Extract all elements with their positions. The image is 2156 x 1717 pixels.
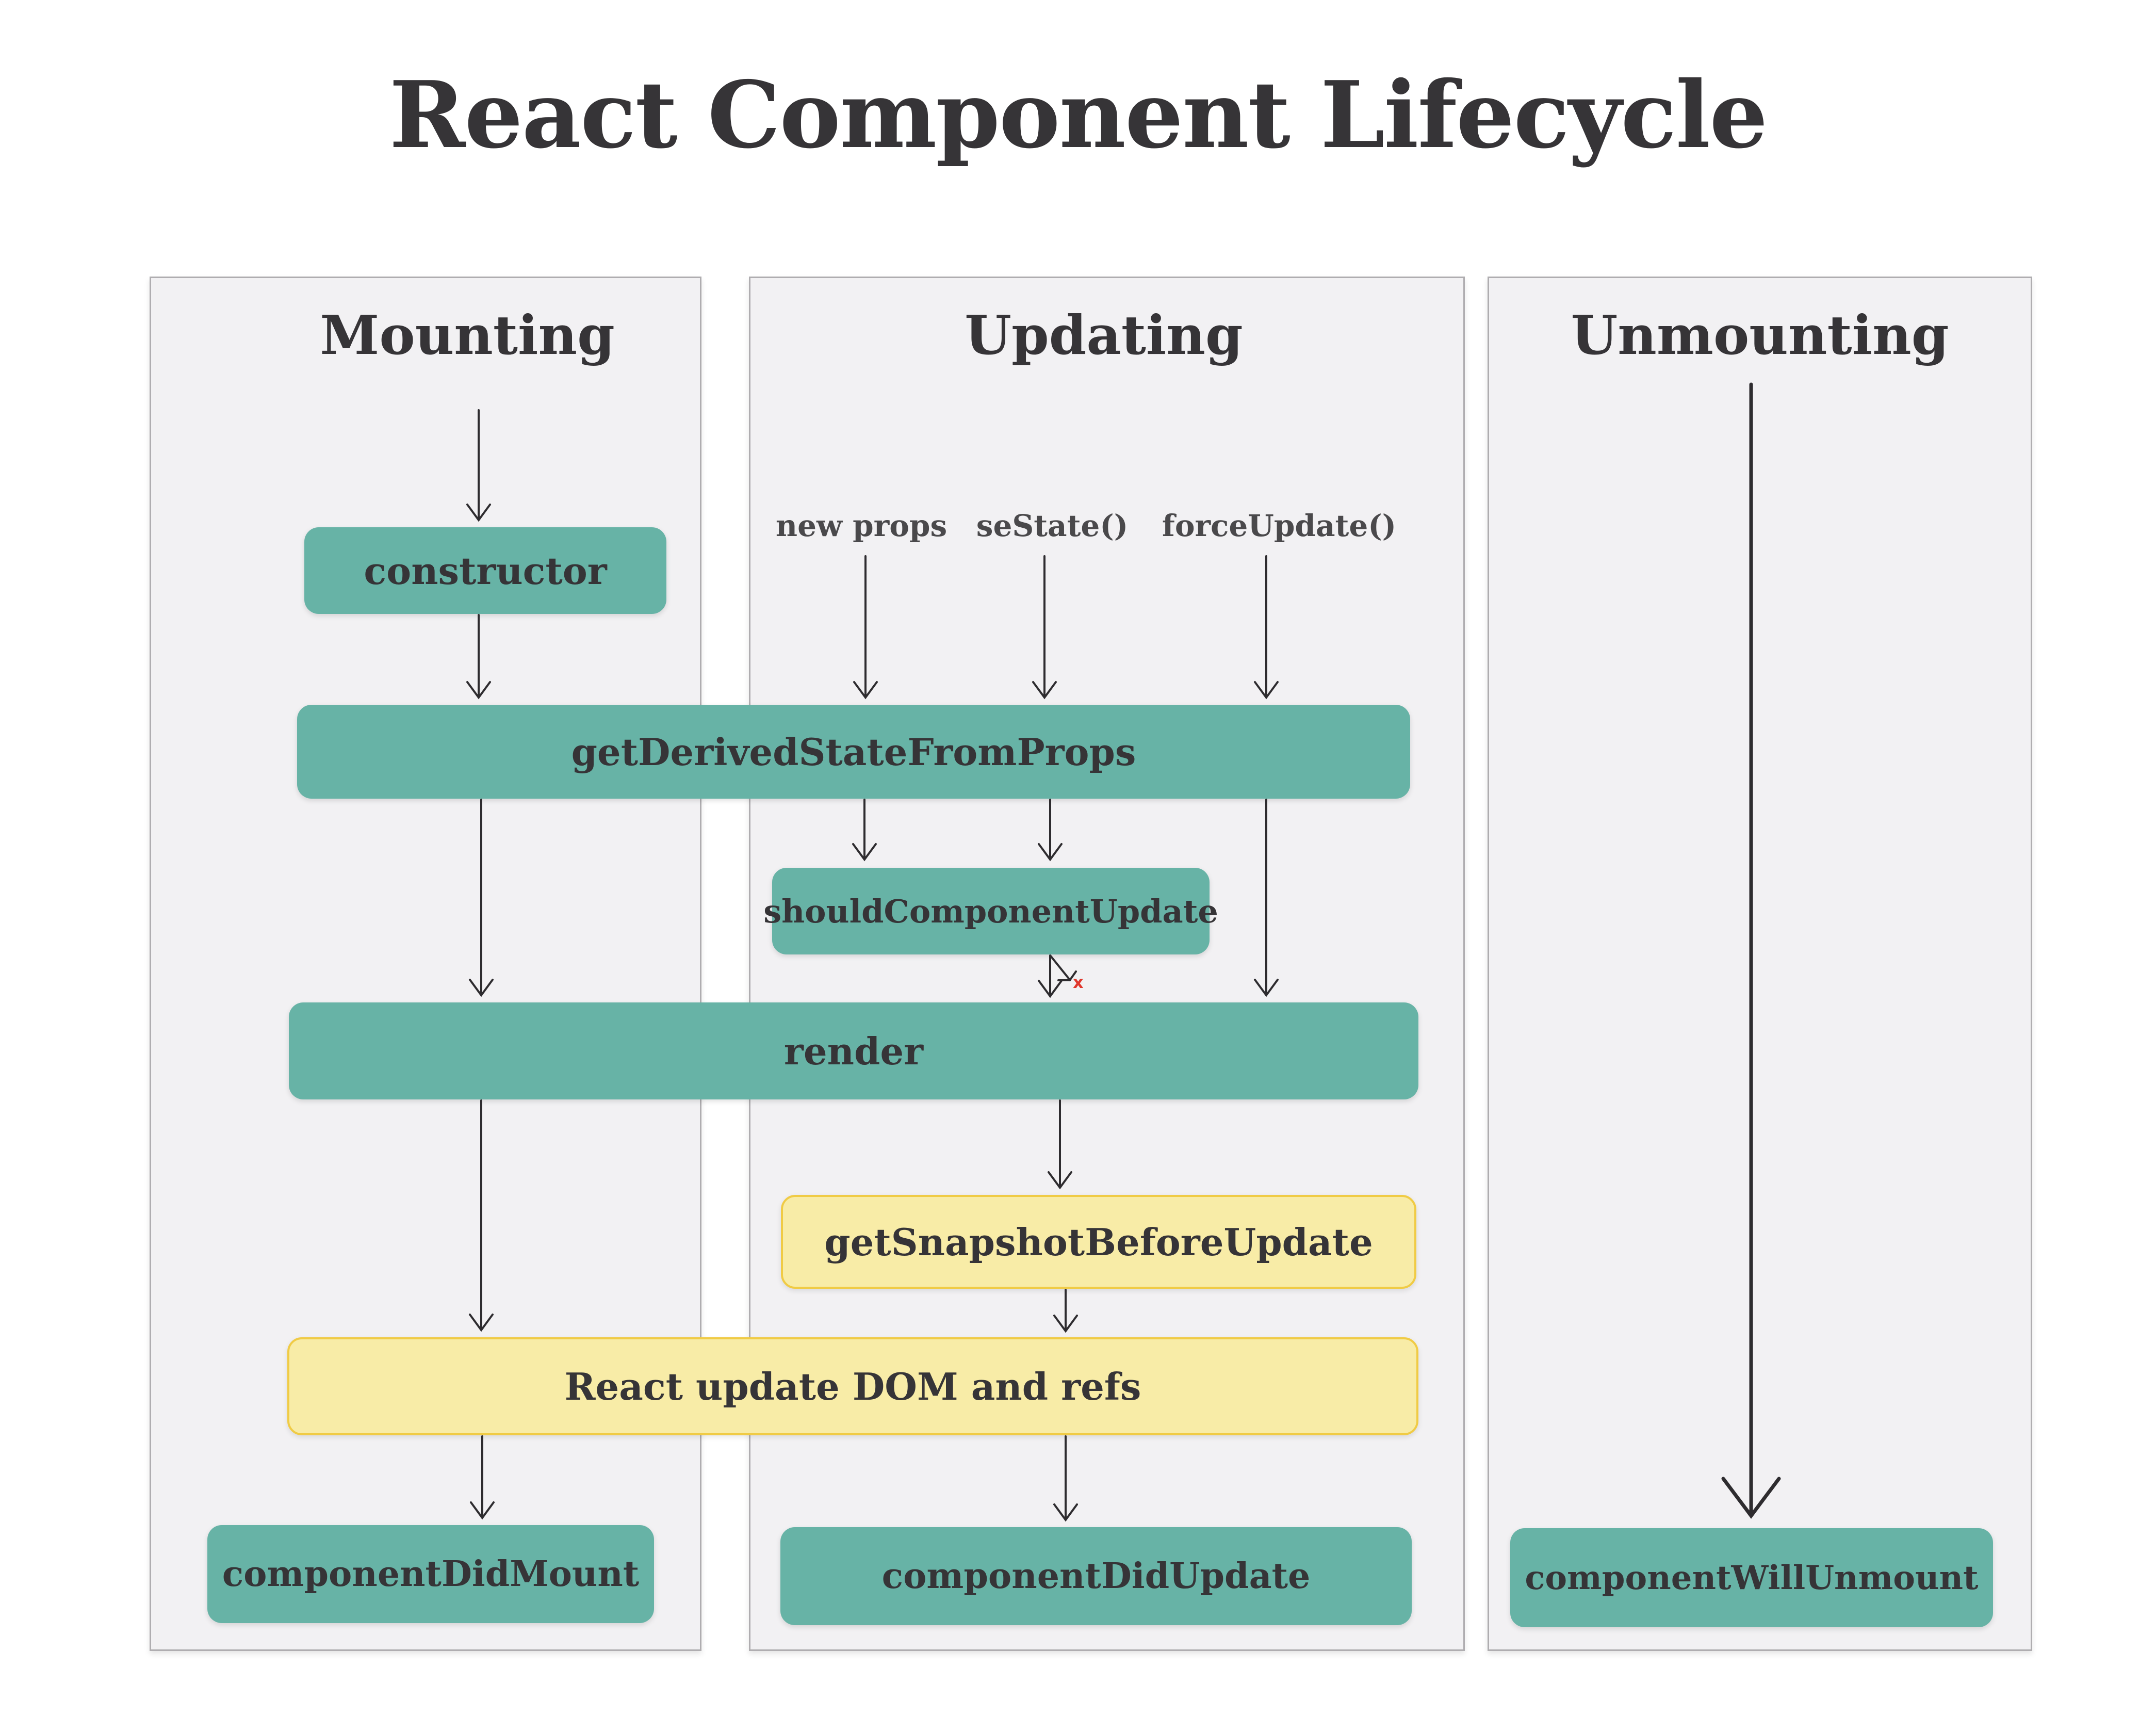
node-component-did-update: componentDidUpdate xyxy=(780,1527,1412,1625)
column-header-unmounting: Unmounting xyxy=(1571,303,1949,367)
node-get-derived-state-from-props: getDerivedStateFromProps xyxy=(297,705,1410,799)
node-react-update-dom-and-refs: React update DOM and refs xyxy=(287,1337,1418,1435)
column-header-updating: Updating xyxy=(965,303,1243,367)
panel-unmounting xyxy=(1488,277,2032,1651)
label-forceupdate: forceUpdate() xyxy=(1162,508,1397,543)
column-header-mounting: Mounting xyxy=(320,303,615,367)
false-path-x-marker: x xyxy=(1073,973,1084,992)
node-should-component-update: shouldComponentUpdate xyxy=(763,868,1218,954)
page-title: React Component Lifecycle xyxy=(389,61,1768,169)
label-sestate: seState() xyxy=(976,508,1129,543)
node-component-did-mount: componentDidMount xyxy=(207,1525,654,1623)
node-component-will-unmount: componentWillUnmount xyxy=(1510,1528,1993,1627)
label-new-props: new props xyxy=(775,508,948,543)
panel-mounting xyxy=(150,277,701,1651)
node-get-snapshot-before-update: getSnapshotBeforeUpdate xyxy=(781,1195,1416,1289)
panel-updating xyxy=(749,277,1465,1651)
node-render: render xyxy=(289,1002,1418,1099)
node-constructor: constructor xyxy=(304,527,666,614)
